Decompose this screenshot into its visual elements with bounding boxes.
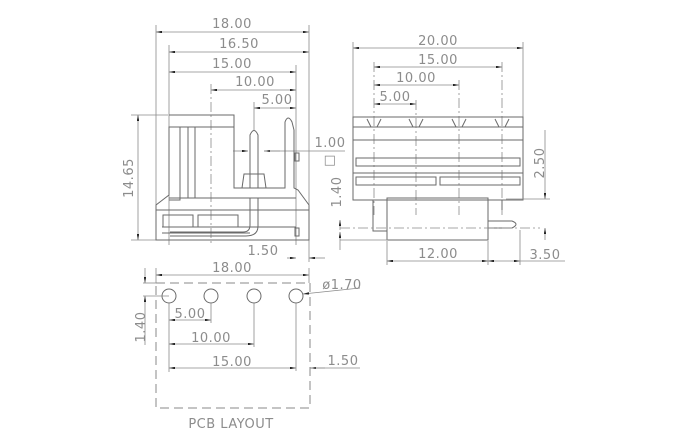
dim-1-40-label: 1.40 (330, 177, 345, 208)
pcb-dim-18-label: 18.00 (212, 261, 252, 276)
front-view: 20.00 15.00 10.00 5.00 2.50 12.00 3.50 (340, 34, 565, 265)
dim-2-50-label: 2.50 (533, 148, 548, 179)
dim-15-label: 15.00 (212, 57, 252, 72)
dim-5-label: 5.00 (262, 93, 293, 108)
connector-side-body (155, 114, 310, 241)
pcb-hole (203, 288, 219, 304)
dim-15-front-label: 15.00 (418, 53, 458, 68)
pcb-hole (288, 288, 304, 304)
dim-14-65-label: 14.65 (122, 158, 137, 198)
pcb-outline (155, 282, 311, 409)
pcb-dim-15-label: 15.00 (212, 355, 252, 370)
dim-3-50-label: 3.50 (530, 248, 561, 263)
dim-12-label: 12.00 (418, 247, 458, 262)
hole-diameter-label: ø1.70 (322, 278, 361, 293)
dim-18-label: 18.00 (212, 17, 252, 32)
dim-10-front-label: 10.00 (396, 71, 436, 86)
dim-5-front-label: 5.00 (380, 90, 411, 105)
dim-10-label: 10.00 (235, 75, 275, 90)
dim-1-label: 1.00 (315, 136, 346, 151)
pcb-dim-10-label: 10.00 (191, 331, 231, 346)
dim-16-50-label: 16.50 (219, 37, 259, 52)
pcb-dim-1-50-label: 1.50 (328, 354, 359, 369)
dim-1-50-label: 1.50 (248, 244, 279, 259)
pcb-layout-title: PCB LAYOUT (188, 417, 273, 432)
pcb-dim-5-label: 5.00 (175, 307, 206, 322)
side-view: 18.00 16.50 15.00 10.00 5.00 14.65 1.00 … (122, 17, 345, 262)
pcb-layout: 18.00 ø1.70 1.40 5.00 10.00 15.00 1.50 P… (134, 261, 361, 432)
dim-20-label: 20.00 (418, 34, 458, 49)
pcb-dim-1-40-label: 1.40 (134, 312, 149, 343)
connector-front-body (352, 116, 524, 201)
square-pin-symbol: □ (324, 153, 337, 168)
pcb-hole (246, 288, 262, 304)
